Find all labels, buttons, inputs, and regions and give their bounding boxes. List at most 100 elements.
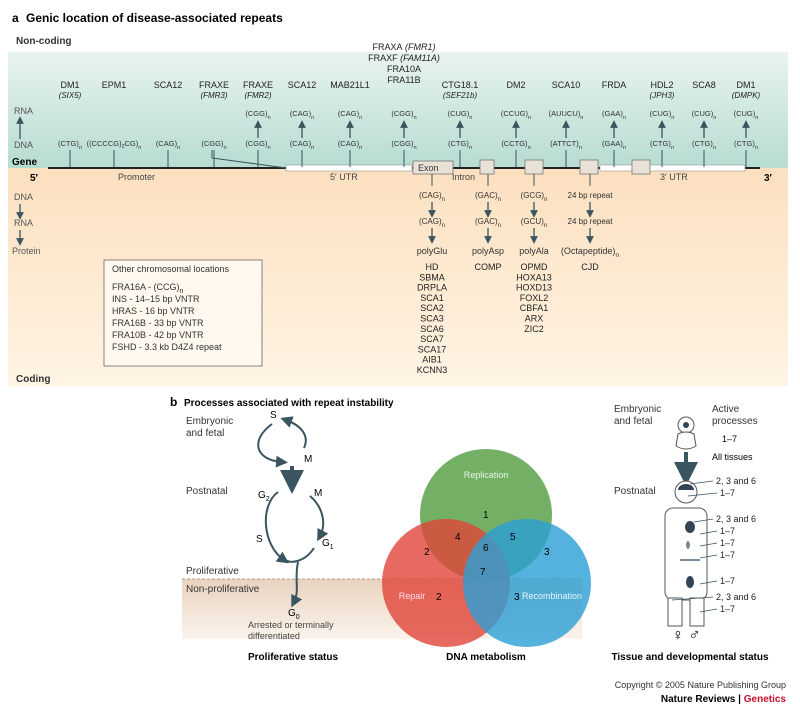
- venn-caption: DNA metabolism: [446, 652, 526, 663]
- body-label-text: 1–7: [720, 550, 735, 560]
- locus-dna: (CCTG)n: [501, 139, 530, 151]
- locus-rna: (CUG)n: [448, 109, 473, 121]
- disease-label: CJD: [581, 262, 599, 272]
- panel-a-title: Genic location of disease-associated rep…: [26, 11, 283, 25]
- exon-box-4: [579, 159, 599, 175]
- coding-rna: (GCU)n: [521, 217, 547, 229]
- body-label-3: 2, 3 and 6: [693, 514, 756, 524]
- disease-label: ARX: [525, 314, 544, 324]
- disease-label: SCA2: [420, 303, 444, 313]
- disease-label: CBFA1: [520, 303, 549, 313]
- panel-b-title: Processes associated with repeat instabi…: [184, 398, 394, 409]
- locus-dna: (ATTCT)n: [550, 139, 582, 151]
- disease-label: HOXD13: [516, 283, 552, 293]
- phase-s: S: [256, 534, 263, 545]
- body-label-5: 1–7: [699, 538, 735, 548]
- locus-dna: (CAG)n: [156, 139, 180, 151]
- locus-gene: (FMR3): [200, 91, 227, 100]
- coding-col-3: (GCG)n(GCU)npolyAlaOPMDHOXA13HOXD13FOXL2…: [516, 174, 552, 334]
- coding-rna: (GAC)n: [475, 217, 501, 229]
- other-location-item: FRA16B - 33 bp VNTR: [112, 318, 204, 328]
- disease-label: SCA17: [418, 344, 447, 354]
- other-locations-box: [103, 259, 263, 367]
- locus-7: MAB21L1(CAG)n(CAG)n: [330, 80, 370, 167]
- locus-dna: (CTG)n: [448, 139, 472, 151]
- coding-protein: (Octapeptide)n: [561, 246, 620, 259]
- panel-a-letter: a: [12, 11, 19, 25]
- side-rna-bottom: RNA: [14, 218, 33, 228]
- tissue-caption: Tissue and developmental status: [611, 652, 769, 663]
- utr5-bar: [285, 164, 413, 172]
- locus-dna: (CGG)n: [201, 139, 226, 151]
- disease-label: OPMD: [521, 262, 549, 272]
- disease-label: COMP: [475, 262, 502, 272]
- locus-3: SCA12(CAG)n: [154, 80, 182, 167]
- body-label-text: 1–7: [720, 526, 735, 536]
- locus-name: CTG18.1: [442, 80, 479, 90]
- exon-box: [412, 160, 454, 175]
- exon-label: Exon: [418, 163, 439, 173]
- top-loci-group: DM1(SIX5)(CTG)nEPM1((CCCCG)2CG)nSCA12(CA…: [58, 42, 761, 167]
- locus-name: DM1: [60, 80, 79, 90]
- locus-name: SCA12: [288, 80, 317, 90]
- locus-13: HDL2(JPH3)(CTG)n(CUG)n: [650, 80, 675, 167]
- body-label-line: [689, 480, 714, 485]
- locus-gene: (FMR2): [244, 91, 271, 100]
- locus-gene: (SEF21b): [443, 91, 478, 100]
- recombination-circle: [463, 519, 591, 647]
- locus-rna: (CGG)n: [245, 109, 270, 121]
- locus-5: FRAXE(FMR2)(CGG)n(CGG)n: [243, 80, 273, 167]
- locus-rna: (CAG)n: [290, 109, 314, 121]
- side-dna-bottom: DNA: [14, 192, 33, 202]
- coding-rna: (CAG)n: [419, 217, 445, 229]
- locus-dna: (CGG)n: [245, 139, 270, 151]
- locus-2: EPM1((CCCCG)2CG)n: [87, 80, 141, 167]
- disease-label: SBMA: [419, 272, 445, 282]
- utr5-label: 5′ UTR: [330, 172, 358, 182]
- other-location-item: FRA16A - (CCG)n: [112, 282, 184, 295]
- body-label-7: 1–7: [699, 576, 735, 586]
- coding-rna: 24 bp repeat: [568, 217, 614, 226]
- locus-12: FRDA(GAA)n(GAA)n: [602, 80, 626, 167]
- body-label-text: 2, 3 and 6: [716, 592, 756, 602]
- locus-rna: (CUG)n: [650, 109, 675, 121]
- body-label-line: [699, 554, 718, 559]
- body-label-text: 2, 3 and 6: [716, 476, 756, 486]
- locus-6: SCA12(CAG)n(CAG)n: [288, 80, 317, 167]
- body-label-line: [699, 580, 718, 585]
- phase-s-top: S: [270, 410, 277, 421]
- venn-region-5: 5: [510, 532, 516, 543]
- locus-rna: (CAG)n: [338, 109, 362, 121]
- locus-dna: (CTG)n: [734, 139, 758, 151]
- journal-line: Nature Reviews | Genetics: [661, 694, 787, 705]
- locus-4: FRAXE(FMR3)(CGG)n: [199, 80, 229, 167]
- locus-15: DM1(DMPK)(CTG)n(CUG)n: [732, 80, 761, 167]
- body-label-4: 1–7: [699, 526, 735, 536]
- gene-label: Gene: [12, 157, 37, 168]
- side-rna-label: RNA: [14, 106, 33, 116]
- locus-name: FRAXA (FMR1): [372, 42, 435, 52]
- utr3-bar: [599, 164, 746, 172]
- other-location-item: FRA10B - 42 bp VNTR: [112, 330, 204, 340]
- coding-protein: polyAsp: [472, 246, 504, 256]
- adult-body-icon: [664, 480, 708, 627]
- five-prime: 5′: [30, 173, 39, 184]
- exon-box-2: [479, 159, 495, 175]
- disease-label: SCA6: [420, 324, 444, 334]
- coding-dna: (GCG)n: [521, 191, 548, 203]
- body-label-line: [699, 530, 718, 535]
- noncoding-band: [8, 52, 788, 168]
- repair-label: Repair: [399, 591, 426, 601]
- body-label-1: 2, 3 and 6: [689, 476, 756, 486]
- locus-name: FRA10A: [387, 64, 421, 74]
- locus-rna: (CCUG)n: [501, 109, 531, 121]
- tissue-embryo-processes: 1–7: [722, 434, 737, 444]
- locus-dna: (CTG)n: [58, 139, 82, 151]
- body-label-line: [687, 492, 718, 497]
- venn-region-2b: 2: [436, 592, 442, 603]
- locus-dna: (CTG)n: [692, 139, 716, 151]
- locus-10: DM2(CCTG)n(CCUG)n: [501, 80, 531, 167]
